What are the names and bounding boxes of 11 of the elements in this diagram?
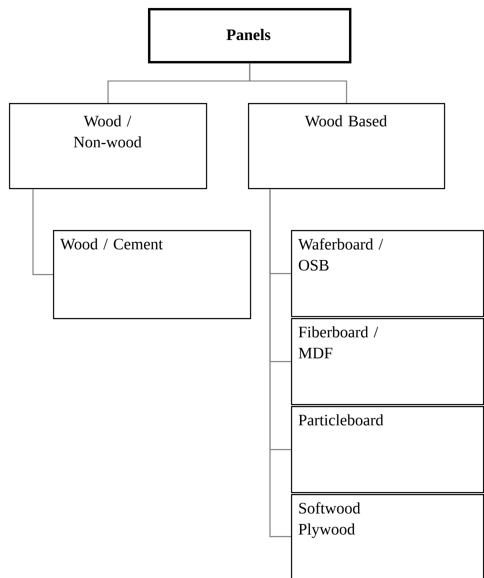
category-box: Wood Based [248,103,446,190]
category-box: Particleboard [291,406,484,494]
connector-line [32,189,53,276]
connector-line [249,63,348,103]
category-box: Fiberboard / MDF [291,318,484,406]
category-box: Softwood Plywood [291,494,484,578]
category-box: Waferboard / OSB [291,230,484,318]
connector-line [269,189,291,538]
category-box: Wood / Cement [53,230,252,320]
category-box: Wood / Non-wood [9,103,208,190]
title-box: Panels [148,8,352,64]
